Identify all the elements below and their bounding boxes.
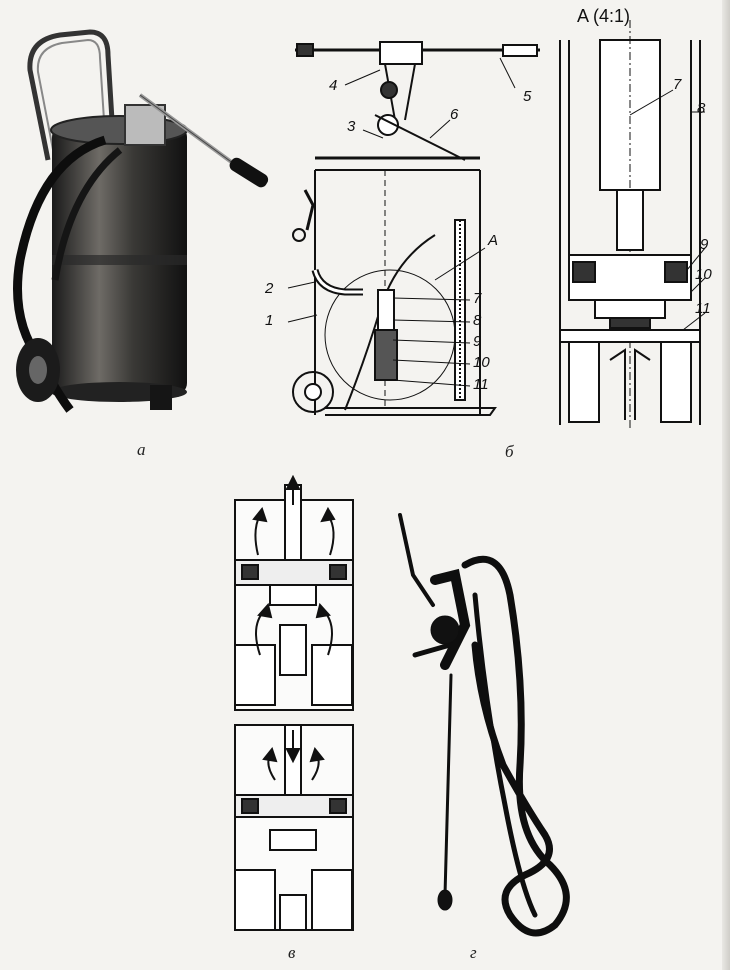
panel-detail-a: A (4:1): [555, 0, 720, 440]
callout-4: 4: [329, 77, 338, 94]
grease-pump-photo: [13, 29, 269, 413]
detail-title: A (4:1): [577, 6, 631, 26]
callout-5: 5: [523, 88, 532, 105]
detail-callout-7: 7: [673, 76, 682, 93]
detail-callout-9: 9: [700, 236, 709, 253]
detail-marker-a: A: [488, 232, 499, 249]
hose-nozzle-drawing: [398, 513, 570, 937]
panel-v-label: в: [288, 943, 296, 962]
pump-schematic-drawing: [287, 41, 540, 416]
page-edge-strip: [722, 0, 730, 970]
panel-a-label: а: [137, 440, 146, 459]
panel-g-label: г: [470, 943, 477, 962]
panel-a-photo: а: [0, 0, 280, 459]
callout-9: 9: [473, 333, 482, 350]
callout-10: 10: [473, 354, 490, 371]
callout-7: 7: [473, 290, 482, 307]
callout-6: 6: [450, 106, 459, 123]
callout-2: 2: [265, 280, 274, 297]
detail-callout-8: 8: [697, 100, 706, 117]
callout-8: 8: [473, 312, 482, 329]
detail-callout-10: 10: [695, 266, 712, 283]
callout-1: 1: [265, 312, 274, 329]
detail-section-drawing: [559, 20, 706, 430]
panel-g-hose: г: [385, 505, 595, 970]
callout-11: 11: [473, 376, 489, 393]
panel-v-sections: в: [230, 475, 360, 970]
panel-b-label: б: [505, 442, 514, 461]
detail-callout-11: 11: [695, 300, 711, 317]
callout-3: 3: [347, 118, 356, 135]
panel-b-schematic: 1 2 3 4 5 6 7 8 9 10 11 A б: [265, 30, 550, 470]
valve-section-drawing: [234, 475, 354, 931]
